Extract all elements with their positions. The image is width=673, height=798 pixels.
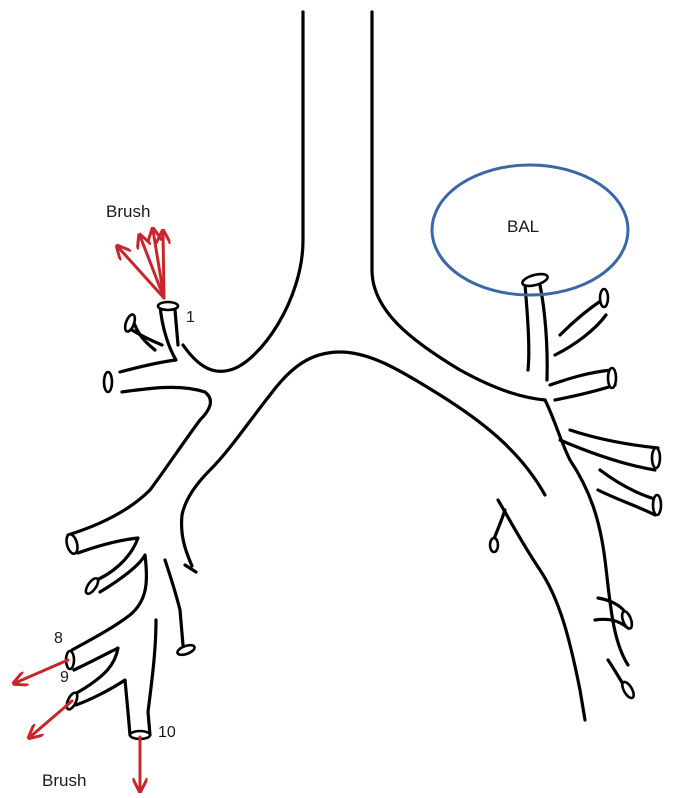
trachea-right-wall — [372, 12, 545, 400]
site-label-1: 1 — [186, 309, 195, 326]
site-label-8: 8 — [54, 630, 63, 647]
left-upper-stubs — [65, 302, 196, 739]
brush-arrows-top — [118, 230, 164, 298]
site-label-10: 10 — [158, 724, 176, 741]
bal-label: BAL — [507, 217, 539, 236]
site-label-9: 9 — [60, 669, 69, 686]
brush-arrow — [163, 232, 164, 298]
right-lung-branches — [490, 272, 661, 720]
trachea-left-wall — [183, 12, 303, 371]
brush-label-top: Brush — [106, 202, 150, 221]
trachea — [183, 12, 545, 400]
brush-label-bottom: Brush — [42, 771, 86, 790]
segment-1-opening — [158, 302, 178, 310]
brush-arrow-9 — [30, 701, 72, 737]
left-main-bronchus — [68, 305, 545, 735]
